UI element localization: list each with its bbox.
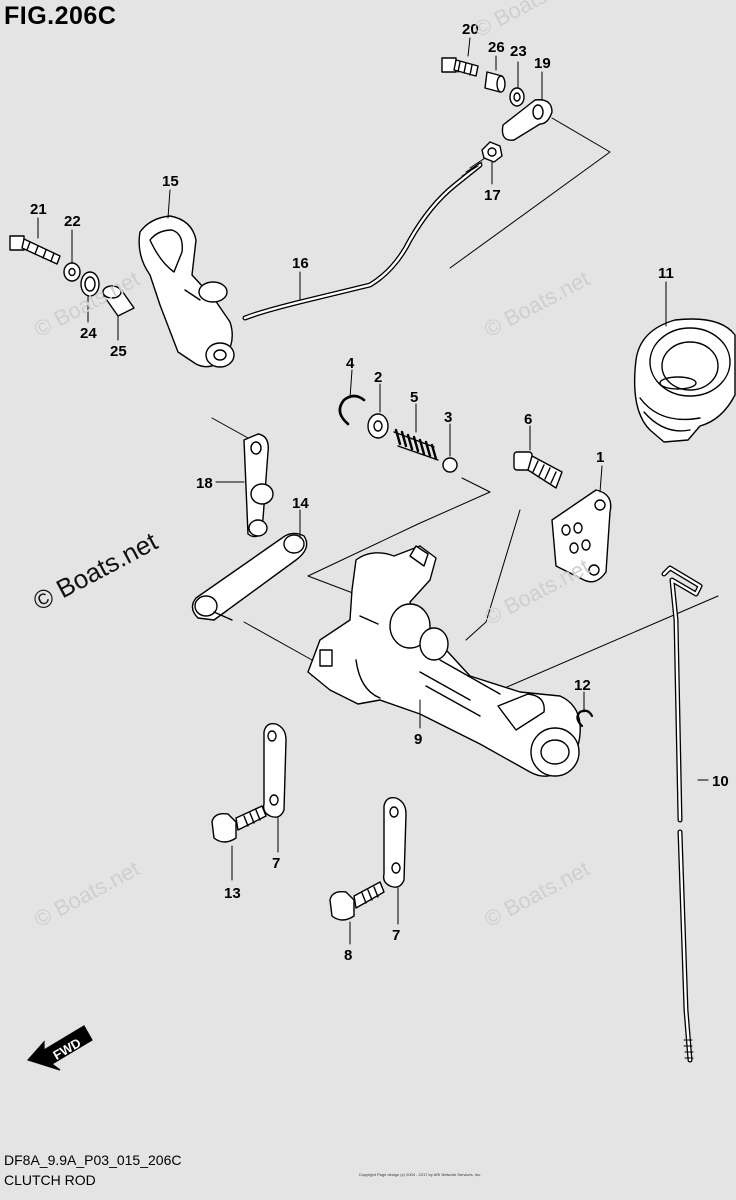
- callout-5: 5: [410, 389, 418, 406]
- callout-24: 24: [80, 325, 97, 342]
- part-4-circlip: [338, 394, 366, 426]
- callout-19: 19: [534, 55, 551, 72]
- callout-25: 25: [110, 343, 127, 360]
- part-9-shift-shaft: [307, 545, 581, 777]
- part-23-washer: [509, 87, 525, 107]
- callout-labels: 1 2 3 4 5 6 7 7 8 9 10 11 12 13 14 15 16…: [30, 21, 729, 964]
- part-5-spring: [393, 428, 439, 461]
- callout-16: 16: [292, 255, 309, 272]
- callout-20: 20: [462, 21, 479, 38]
- copyright-note: Copyright Page design (c) 2004 - 2017 by…: [358, 1172, 482, 1177]
- part-13-bolt: [211, 805, 267, 843]
- figure-title: FIG.206C: [4, 2, 117, 30]
- part-16-rod: [242, 157, 486, 321]
- part-12-clip: [576, 709, 594, 728]
- part-14-lever: [191, 532, 308, 621]
- callout-9: 9: [414, 731, 422, 748]
- part-7-plate-lower: [382, 796, 407, 888]
- callout-4: 4: [346, 355, 355, 372]
- part-7-plate-upper: [262, 722, 287, 818]
- part-8-bolt: [329, 881, 385, 921]
- callout-8: 8: [344, 947, 352, 964]
- part-3-ball: [442, 457, 458, 473]
- callout-22: 22: [64, 213, 81, 230]
- callout-3: 3: [444, 409, 452, 426]
- part-19-rod-end: [501, 99, 553, 141]
- figure-name: CLUTCH ROD: [4, 1172, 96, 1188]
- figure-code: DF8A_9.9A_P03_015_206C: [4, 1152, 182, 1168]
- callout-15: 15: [162, 173, 179, 190]
- callout-21: 21: [30, 201, 47, 218]
- callout-12: 12: [574, 677, 591, 694]
- fwd-arrow-icon: FWD: [26, 1025, 93, 1071]
- callout-6: 6: [524, 411, 532, 428]
- part-6-bolt: [513, 451, 563, 489]
- callout-7-upper: 7: [272, 855, 280, 872]
- callout-2: 2: [374, 369, 382, 386]
- callout-26: 26: [488, 39, 505, 56]
- callout-14: 14: [292, 495, 309, 512]
- part-11-grommet: [633, 318, 736, 443]
- leader-lines: [37, 37, 709, 945]
- callout-1: 1: [596, 449, 604, 466]
- part-21-bolt: [9, 235, 61, 265]
- part-18-link: [243, 433, 274, 538]
- callout-10: 10: [712, 773, 729, 790]
- part-1-plate: [551, 489, 612, 583]
- part-22-washer: [63, 262, 81, 282]
- part-17-nut: [481, 141, 503, 163]
- callout-23: 23: [510, 43, 527, 60]
- callout-13: 13: [224, 885, 241, 902]
- callout-7-lower: 7: [392, 927, 400, 944]
- part-20-bolt: [441, 57, 479, 77]
- part-24-ring: [80, 271, 100, 297]
- part-25-bushing: [102, 285, 135, 317]
- callout-17: 17: [484, 187, 501, 204]
- part-26-collar: [484, 71, 506, 93]
- part-2-washer: [367, 413, 389, 439]
- part-10-clutch-rod: [661, 565, 703, 1063]
- callout-11: 11: [658, 265, 674, 282]
- part-15-bellcrank: [138, 215, 235, 368]
- callout-18: 18: [196, 475, 213, 492]
